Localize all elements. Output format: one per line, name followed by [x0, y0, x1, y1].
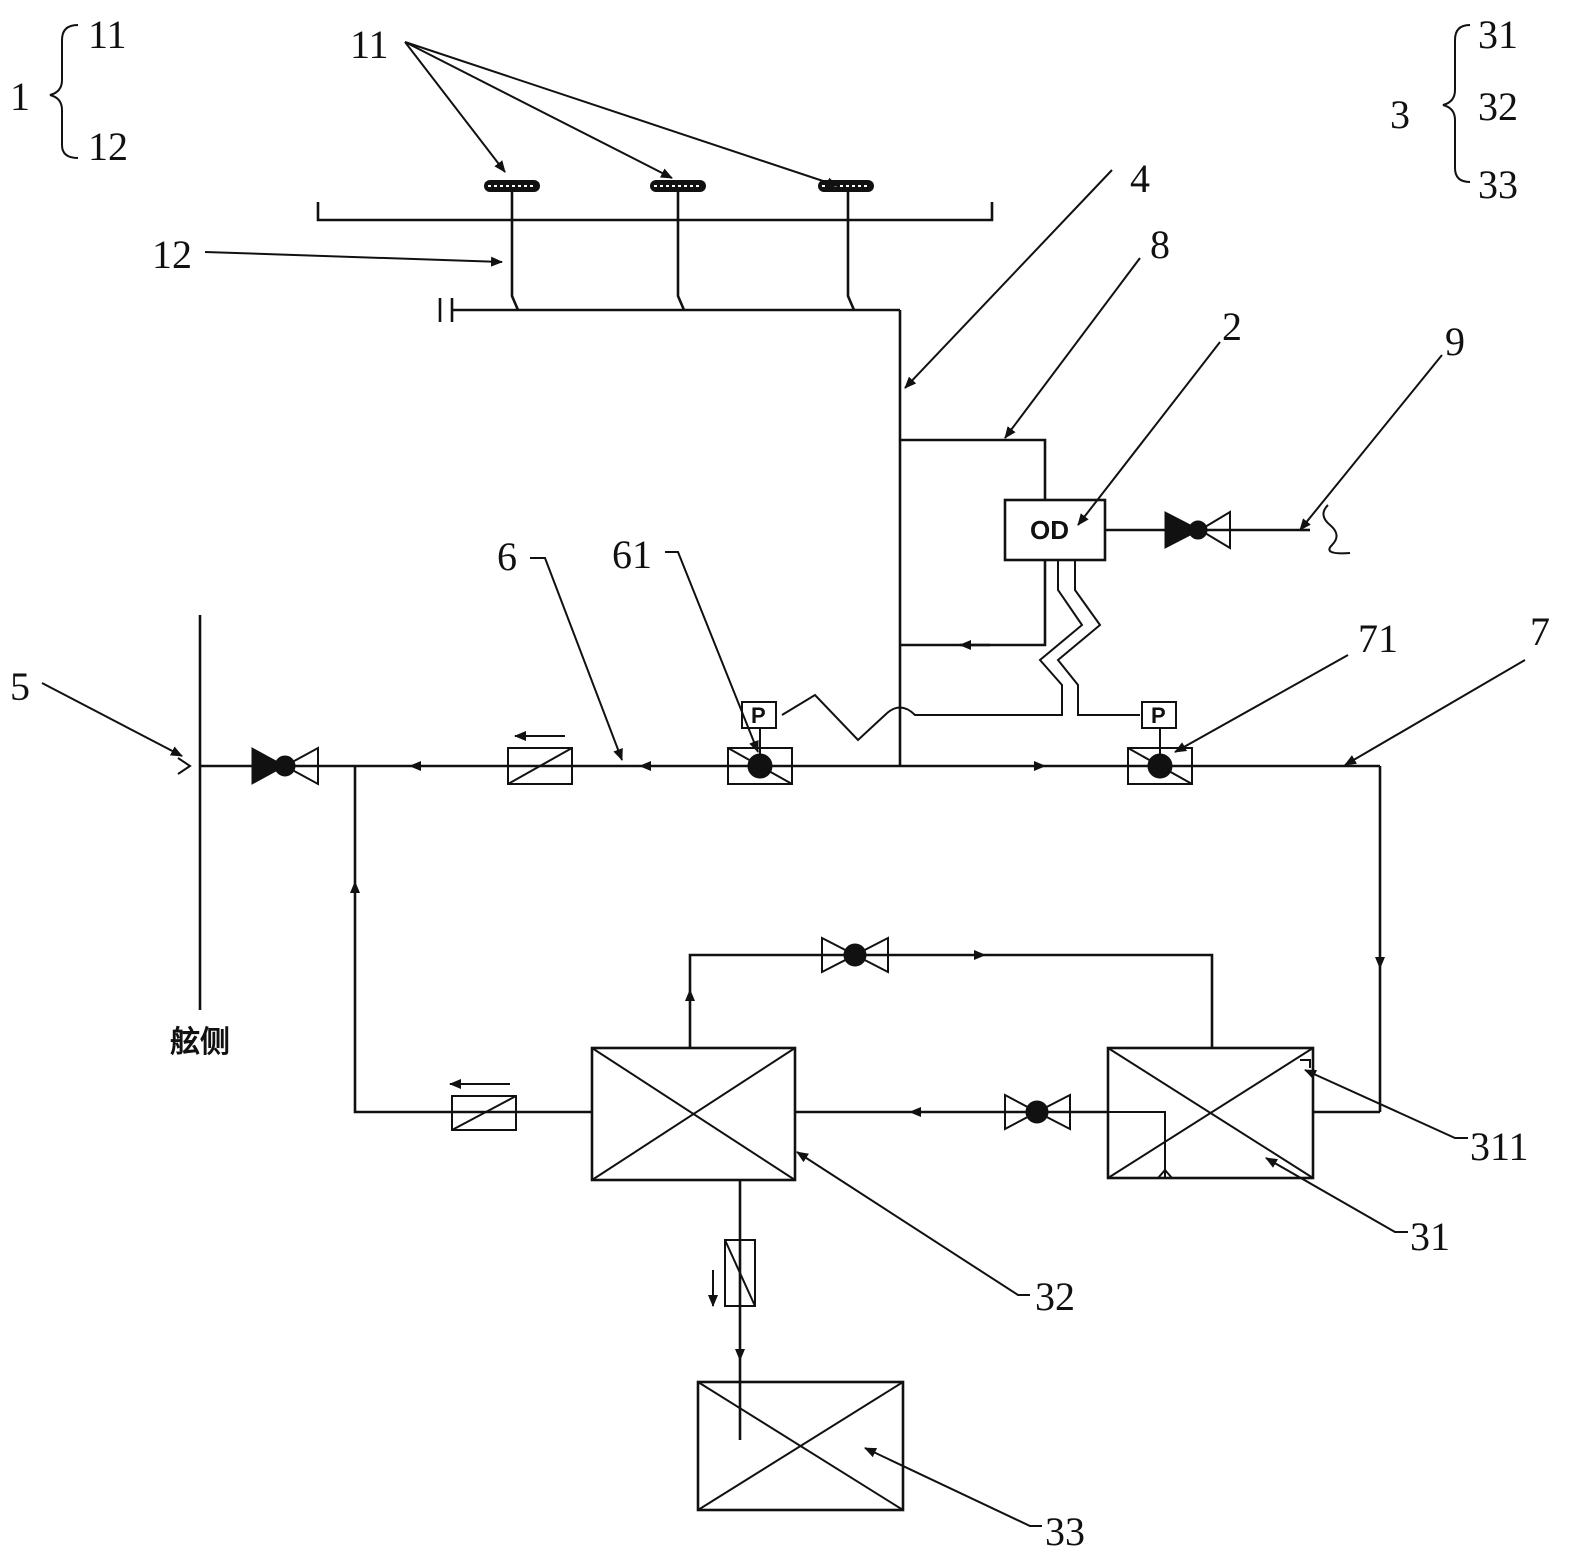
device-2-text: OD: [1030, 515, 1069, 545]
label-group1-b: 12: [88, 124, 128, 169]
label-valve71: 71: [1358, 616, 1398, 661]
device-2-od: OD: [1003, 498, 1107, 562]
return-pipe: [350, 766, 592, 1114]
valve-71: P: [1127, 701, 1193, 785]
label-port5: 5: [10, 664, 30, 709]
check-valve-6: [507, 731, 573, 785]
pipe-32-to-33: [708, 1180, 756, 1440]
label-group3: 3: [1390, 92, 1410, 137]
outlet-valve: [251, 746, 319, 786]
inlet-pipe-9: [1105, 504, 1351, 555]
label-tank32: 32: [1035, 1274, 1075, 1319]
valve-61-p: P: [751, 703, 766, 728]
branch-pipe-8: [900, 438, 1047, 650]
label-group3-c: 33: [1478, 162, 1518, 207]
tank-33: [696, 1380, 905, 1512]
nozzle-branch-pipes: [510, 192, 856, 311]
label-group3-a: 31: [1478, 12, 1518, 57]
leader-lines: [41, 41, 1526, 1527]
labels: 1 11 12 3 31 32 33 11 12 4 8 2 9 6 61 71…: [10, 12, 1550, 1554]
label-pipe7: 7: [1530, 609, 1550, 654]
brace-group-1: [49, 24, 79, 159]
valve-71-p: P: [1151, 703, 1166, 728]
label-nozzles: 11: [350, 22, 389, 67]
label-valve61: 61: [612, 532, 652, 577]
brace-group-3: [1442, 24, 1471, 183]
label-tank33: 33: [1045, 1509, 1085, 1554]
label-port311: 311: [1470, 1124, 1529, 1169]
pipe-31-to-32-top: [685, 936, 1214, 1048]
tank-32: [590, 1046, 797, 1182]
spray-nozzles: [484, 180, 874, 192]
valve-61: P: [727, 701, 793, 785]
tank-31: [1106, 1046, 1315, 1180]
deck-line: [316, 202, 994, 222]
label-group3-b: 32: [1478, 84, 1518, 129]
main-header-pipe: [438, 298, 900, 322]
label-group1: 1: [10, 74, 30, 119]
pipe-31-to-32: [795, 1093, 1108, 1131]
shipside-line: 舷侧: [170, 615, 230, 1060]
label-pipe12: 12: [152, 232, 192, 277]
signal-lines: [781, 560, 1140, 742]
label-pipe8: 8: [1150, 222, 1170, 267]
label-pipe6: 6: [497, 534, 517, 579]
shipside-text: 舷侧: [170, 1025, 230, 1060]
label-pipe4: 4: [1130, 156, 1150, 201]
label-inlet9: 9: [1445, 319, 1465, 364]
label-tank31: 31: [1410, 1214, 1450, 1259]
label-group1-a: 11: [88, 12, 127, 57]
check-valve-return: [449, 1079, 517, 1131]
label-device2: 2: [1222, 304, 1242, 349]
pipe-7: [900, 761, 1385, 1114]
